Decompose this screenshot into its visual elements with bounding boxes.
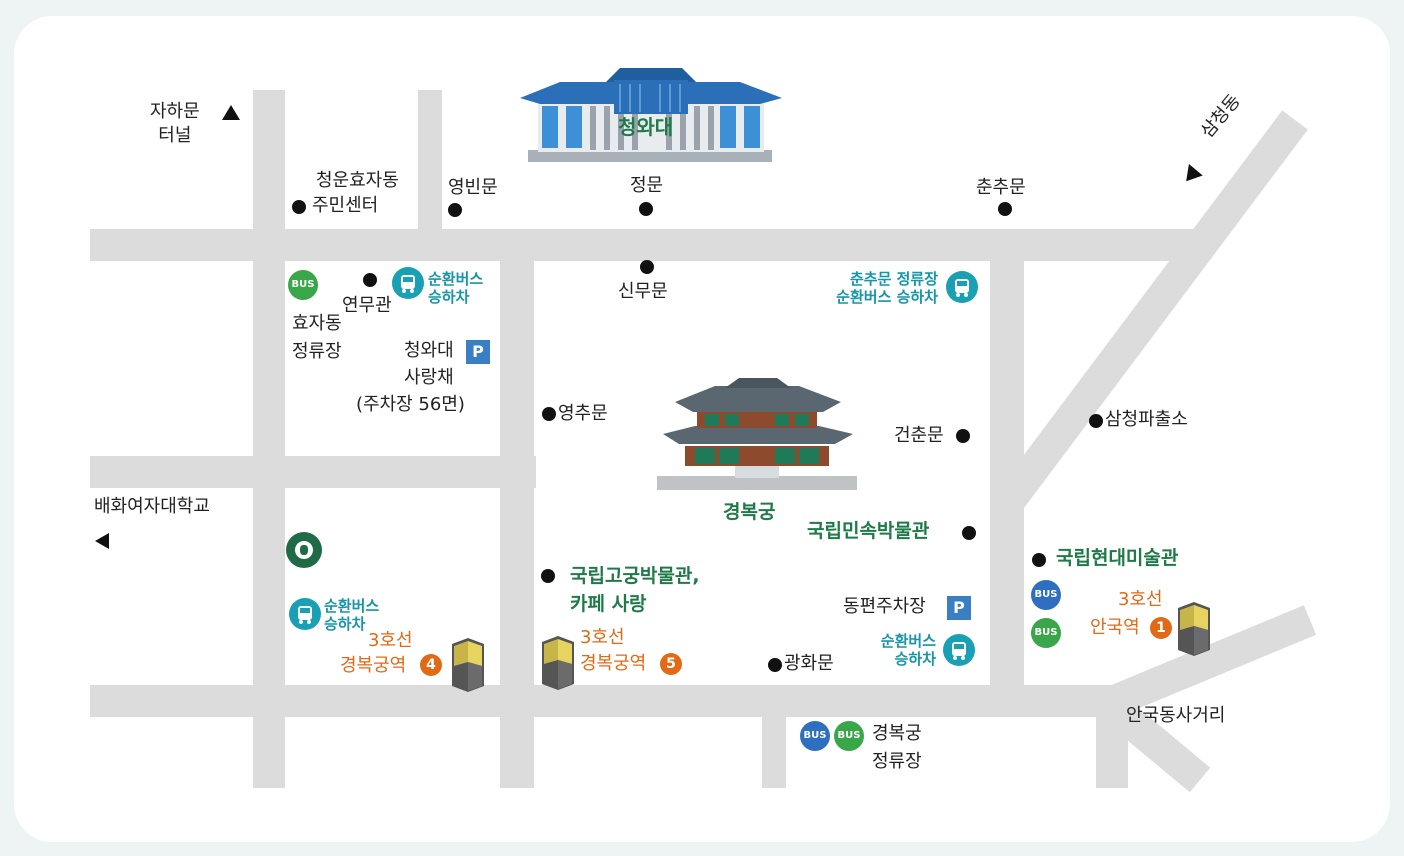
shuttle-top-line-2: 승하차 — [428, 288, 470, 306]
parking-icon: P — [466, 340, 490, 364]
road-horizontal-top — [90, 229, 1200, 261]
parking-icon: P — [947, 596, 971, 620]
shuttle-left-line-1: 순환버스 — [324, 597, 380, 615]
shuttle-bus-icon — [392, 267, 424, 299]
exit4-name: 경복궁역 — [340, 655, 407, 676]
folk-museum-label: 국립민속박물관 — [807, 520, 930, 542]
road-vertical-1 — [253, 90, 285, 788]
shuttle-bus-icon — [946, 271, 978, 303]
jahamun-line-1: 자하문 — [150, 101, 200, 122]
shuttle-bus-icon — [289, 598, 321, 630]
bus-icon: BUS — [800, 721, 830, 751]
community-center-line-1: 청운효자동 — [316, 170, 399, 191]
community-center-line-2: 주민센터 — [312, 195, 379, 216]
gwanghwamun-dot — [768, 658, 782, 672]
exit1-name: 안국역 — [1090, 617, 1140, 638]
shuttle-bottom-line-1: 순환버스 — [880, 632, 936, 650]
yeongchumun-dot — [542, 407, 556, 421]
police-dot — [1089, 414, 1103, 428]
subway-exit-pillar — [542, 636, 574, 690]
yeongbinmun-dot — [448, 203, 462, 217]
hyoja-stop-line-2: 정류장 — [292, 341, 342, 362]
exit1-line: 3호선 — [1118, 589, 1163, 610]
gwanghwamun-label: 광화문 — [784, 653, 834, 674]
yeonmugwan-label: 연무관 — [342, 295, 392, 316]
east-parking-label: 동편주차장 — [843, 596, 926, 617]
mmca-label: 국립현대미술관 — [1056, 547, 1179, 569]
hyoja-stop-line-1: 효자동 — [292, 313, 342, 334]
folk-museum-dot — [962, 526, 976, 540]
shuttle-top-line-1: 순환버스 — [428, 270, 484, 288]
exit5-name: 경복궁역 — [580, 653, 647, 674]
shuttle-bottom-label: 순환버스 승하차 — [860, 632, 936, 668]
bus-icon: BUS — [1031, 618, 1061, 648]
police-label: 삼청파출소 — [1105, 409, 1188, 430]
shuttle-left-line-2: 승하차 — [324, 615, 366, 633]
cheongwadae-label: 청와대 — [618, 115, 674, 139]
sinmumun-dot — [640, 260, 654, 274]
road-vertical-5 — [762, 716, 786, 788]
bus-icon: BUS — [834, 721, 864, 751]
subway-exit-icon: 1 — [1150, 617, 1172, 639]
sarangchae-line-3: (주차장 56면) — [356, 394, 465, 415]
shuttle-bus-icon — [943, 634, 975, 666]
bus-icon: BUS — [288, 270, 318, 300]
blue-house-icon — [520, 68, 782, 162]
subway-exit-pillar — [1178, 602, 1210, 656]
anguk-intersection-label: 안국동사거리 — [1126, 705, 1226, 726]
up-arrow-icon — [222, 105, 240, 120]
exit4-line: 3호선 — [368, 630, 413, 651]
chunchu-shuttle-line-2: 순환버스 승하차 — [836, 288, 938, 306]
yeongchumun-label: 영추문 — [558, 403, 608, 424]
chunchumun-label: 춘추문 — [976, 177, 1026, 198]
chunchu-shuttle-label: 춘추문 정류장 순환버스 승하차 — [812, 270, 938, 306]
road-vertical-2 — [418, 90, 442, 232]
bus-icon: BUS — [1031, 580, 1061, 610]
road-horizontal-bottom — [90, 685, 1130, 717]
palace-museum-line-1: 국립고궁박물관, — [570, 565, 700, 587]
ewha-label: 배화여자대학교 — [94, 496, 210, 517]
yeongbinmun-label: 영빈문 — [448, 177, 498, 198]
palace-museum-line-2: 카페 사랑 — [570, 593, 647, 615]
subway-exit-icon: 4 — [420, 654, 442, 676]
shuttle-bottom-line-2: 승하차 — [894, 650, 936, 668]
sarangchae-line-1: 청와대 — [404, 340, 454, 361]
road-horizontal-mid — [90, 456, 536, 488]
subway-exit-icon: 5 — [660, 653, 682, 675]
palace-icon — [657, 378, 857, 490]
jeongmun-dot — [639, 202, 653, 216]
starbucks-icon — [286, 532, 322, 568]
community-center-dot — [292, 200, 306, 214]
gbg-stop-line-1: 경복궁 — [872, 723, 922, 744]
sarangchae-line-2: 사랑채 — [404, 367, 454, 388]
shuttle-top-label: 순환버스 승하차 — [428, 270, 483, 306]
exit5-line: 3호선 — [580, 627, 625, 648]
jeongmun-label: 정문 — [630, 175, 664, 196]
gbg-stop-line-2: 정류장 — [872, 751, 922, 772]
geonchunmun-label: 건춘문 — [894, 425, 944, 446]
chunchumun-dot — [998, 202, 1012, 216]
geonchunmun-dot — [956, 429, 970, 443]
chunchu-shuttle-line-1: 춘추문 정류장 — [849, 270, 938, 288]
gyeongbokgung-label: 경복궁 — [723, 501, 776, 523]
left-arrow-icon — [95, 533, 109, 549]
mmca-dot — [1032, 553, 1046, 567]
yeonmugwan-dot — [363, 273, 377, 287]
shuttle-left-label: 순환버스 승하차 — [324, 597, 379, 633]
subway-exit-pillar — [452, 638, 484, 692]
sinmumun-label: 신무문 — [618, 281, 668, 302]
jahamun-line-2: 터널 — [158, 125, 192, 146]
palace-museum-dot — [541, 569, 555, 583]
jahamun-label: 자하문 터널 — [150, 100, 200, 148]
